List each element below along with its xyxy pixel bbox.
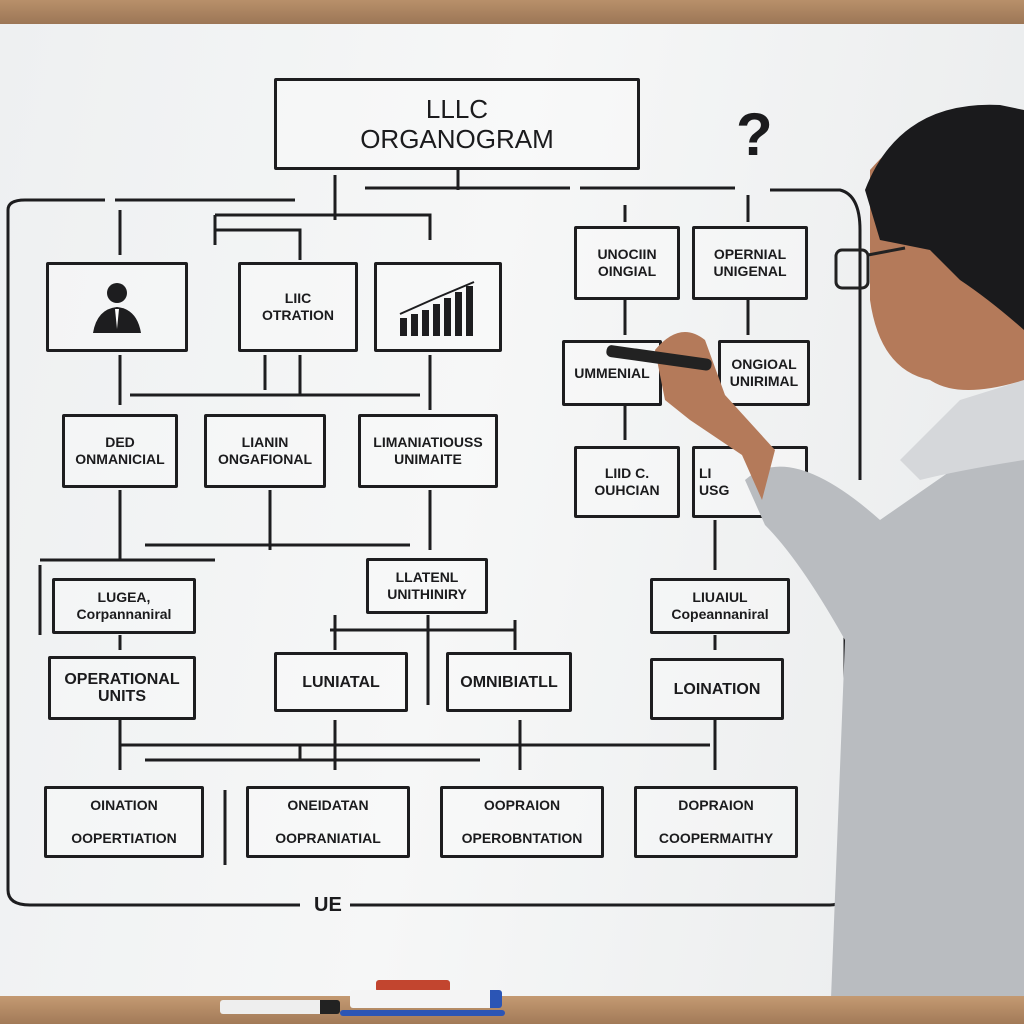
unit-box: LUGEA,Corpannaniral [52, 578, 196, 634]
box-label: LIUAIUL [692, 589, 748, 605]
box-label: USG [699, 482, 730, 498]
box-label: ONMANICIAL [75, 451, 165, 467]
white-marker[interactable] [350, 990, 502, 1008]
box-label: LLATENL [395, 569, 459, 585]
org-box: LIIC OTRATION [238, 262, 358, 352]
box-label: UNIMAITE [394, 451, 462, 467]
title-line2: ORGANOGRAM [360, 124, 554, 154]
box-label: LIMANIATIOUSS [373, 434, 483, 450]
black-marker[interactable] [220, 1000, 340, 1014]
ops-box: DOPRAION COOPERMAITHY [634, 786, 798, 858]
red-marker[interactable] [376, 980, 450, 992]
box-label: LUGEA, [97, 589, 151, 605]
blue-marker[interactable] [340, 1010, 505, 1016]
box-label: ONEIDATAN [287, 797, 369, 813]
ops-box: OOPRAION OPEROBNTATION [440, 786, 604, 858]
box-label: Corpannaniral [76, 606, 172, 622]
bottom-label: UE [314, 894, 342, 916]
box-label: OMNIBIATLL [460, 673, 558, 691]
box-label: ONGIOAL [731, 356, 797, 372]
shirt [745, 420, 1024, 1024]
board-frame-top [0, 0, 1024, 24]
box-label: OPERATIONAL [64, 671, 180, 688]
box-label: UNOCIIN [597, 246, 657, 262]
box-label: Copeannaniral [671, 606, 769, 622]
operational-box: LUNIATAL [274, 652, 408, 712]
box-label: UNIRIMAL [729, 373, 799, 389]
box-label: OOPRANIATIAL [275, 830, 381, 846]
box-label: UNITS [98, 688, 146, 705]
box-label: LOINATION [673, 680, 761, 698]
title-line1: LLLC [425, 94, 489, 124]
box-label: COOPERMAITHY [658, 830, 774, 846]
right-box: LIID C.OUHCIAN [574, 446, 680, 518]
box-label: OPERNIAL [713, 246, 787, 262]
question-mark: ? [736, 101, 773, 168]
box-label: OUHCIAN [594, 482, 660, 498]
box-label: OINATION [90, 797, 158, 813]
box-label: DOPRAION [678, 797, 754, 813]
glasses [834, 248, 870, 290]
ops-box: OINATION OOPERTIATION [44, 786, 204, 858]
collar [900, 380, 1024, 480]
marker-tray [0, 996, 1024, 1024]
box-label: LI [699, 465, 712, 481]
ops-box: ONEIDATAN OOPRANIATIAL [246, 786, 410, 858]
bar-chart-icon [399, 281, 475, 336]
marker-in-hand [606, 345, 712, 371]
box-label: OTRATION [261, 307, 335, 323]
box-label: LIANIN [241, 434, 289, 450]
hair [865, 104, 1024, 330]
box-label: OPEROBNTATION [461, 830, 583, 846]
box-label: UNITHINIRY [387, 586, 467, 602]
person-icon [93, 283, 141, 333]
box-label: UNIGENAL [713, 263, 787, 279]
title-box: LLLC ORGANOGRAM [274, 78, 640, 170]
glasses-arm [867, 246, 906, 257]
box-label: LIIC [284, 290, 312, 306]
operational-box: OMNIBIATLL [446, 652, 572, 712]
box-label: DED [105, 434, 135, 450]
box-label: OOPRAION [483, 797, 561, 813]
box-label: ONGAFIONAL [217, 451, 313, 467]
executive-box [46, 262, 188, 352]
hand [655, 332, 775, 500]
box-label: OOPERTIATION [71, 830, 177, 846]
chart-box [374, 262, 502, 352]
operational-box: LOINATION [650, 658, 784, 720]
box-label: OINGIAL [597, 263, 657, 279]
box-label: LIID C. [604, 465, 650, 481]
box-label: LUNIATAL [302, 673, 380, 691]
box-label: UMMENIAL [574, 364, 650, 381]
